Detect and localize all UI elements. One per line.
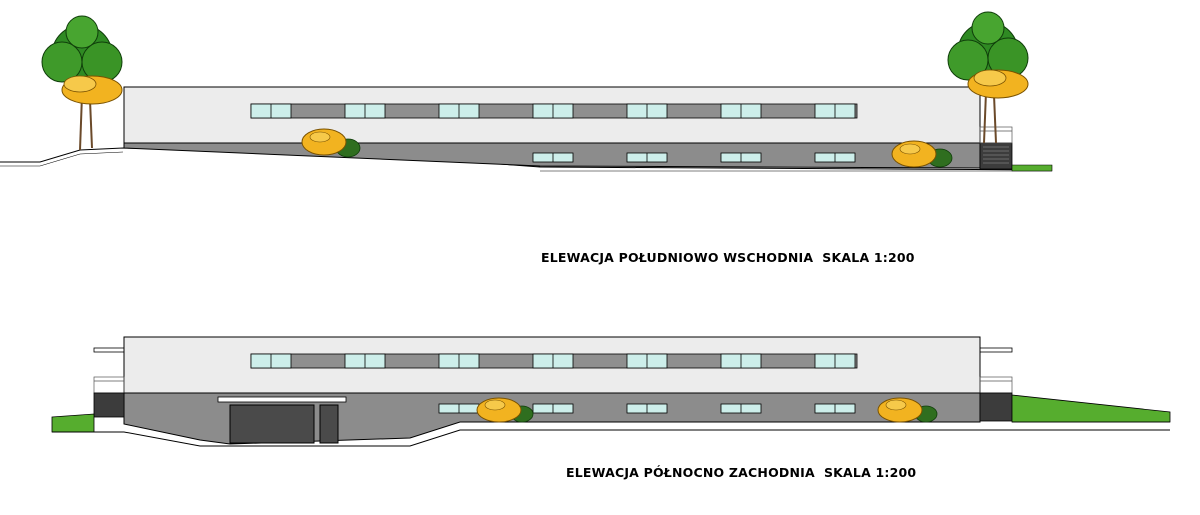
shrub	[476, 397, 534, 423]
elevation-south-east	[0, 11, 1053, 172]
grass-patch	[51, 413, 95, 433]
shrub	[301, 128, 361, 158]
elevation-caption-north-west: ELEWACJA PÓŁNOCNO ZACHODNIA SKALA 1:200	[566, 465, 917, 480]
elevation-caption-south-east: ELEWACJA POŁUDNIOWO WSCHODNIA SKALA 1:20…	[541, 250, 915, 265]
roof-overhang	[979, 347, 1013, 353]
entrance-canopy	[217, 396, 347, 403]
garage-door	[229, 404, 315, 444]
terrain-line	[0, 151, 124, 167]
stair-steps	[983, 146, 1009, 164]
shrub	[877, 397, 938, 423]
side-block	[979, 392, 1013, 422]
tree-right	[947, 11, 1029, 144]
terrain-line	[0, 147, 1051, 171]
roof-overhang	[93, 347, 125, 353]
elevation-north-west	[51, 336, 1171, 447]
side-block	[93, 392, 125, 418]
terrain-line	[52, 429, 1170, 447]
tree-left	[41, 15, 123, 151]
upper-windows	[250, 353, 856, 369]
shrub	[891, 140, 953, 168]
entry-door	[319, 404, 339, 444]
grass-patch	[1011, 164, 1053, 172]
upper-windows	[250, 103, 856, 119]
lower-windows	[532, 152, 856, 163]
grass-patch	[1011, 394, 1171, 423]
